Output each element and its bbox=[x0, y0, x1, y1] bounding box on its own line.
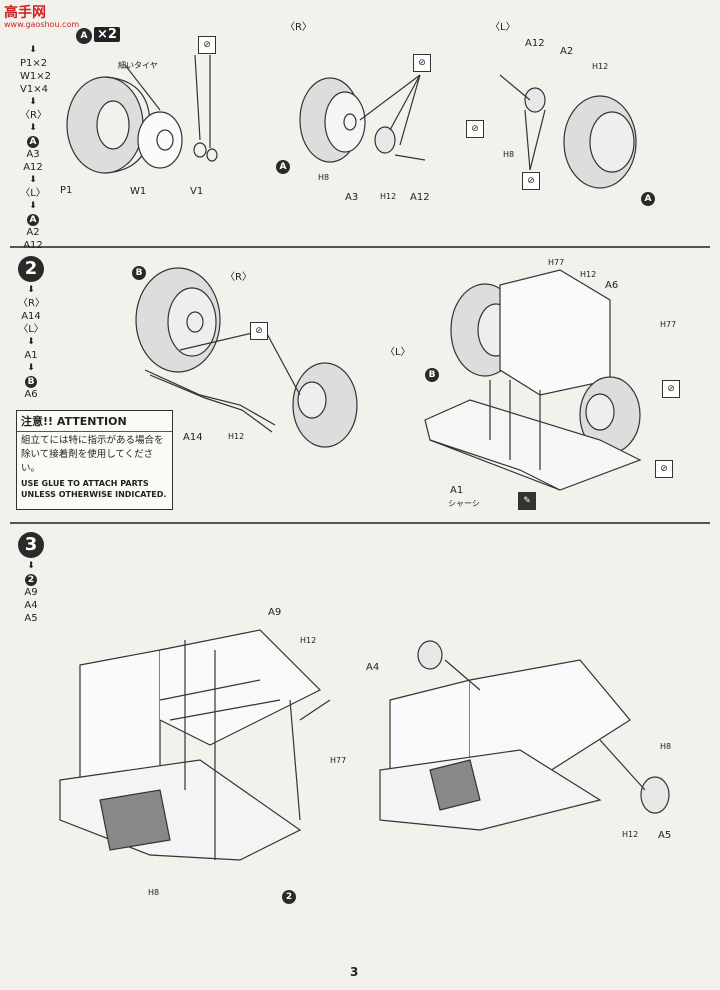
divider-2 bbox=[10, 522, 710, 524]
label-a5: A5 bbox=[658, 830, 672, 841]
step2-badge: 2 bbox=[18, 256, 44, 282]
step1-multiplier: ×2 bbox=[94, 27, 120, 42]
attention-box: 注意!! ATTENTION 組立てには特に指示がある場合を除いて接着剤を使用し… bbox=[16, 410, 173, 510]
label-h8-l: H8 bbox=[503, 150, 515, 159]
label-p1: P1 bbox=[60, 185, 73, 196]
glue-icon: ⊘ bbox=[522, 172, 540, 190]
label-a12-r: A12 bbox=[410, 192, 430, 203]
label-w1: W1 bbox=[130, 186, 147, 197]
label-a12-l: A12 bbox=[525, 38, 545, 49]
label-h77-3: H77 bbox=[330, 756, 347, 765]
glue-icon: ⊘ bbox=[413, 54, 431, 72]
step3-badge: 3 bbox=[18, 532, 44, 558]
glue-icon: ⊘ bbox=[198, 36, 216, 54]
callout-b-2: B bbox=[425, 368, 439, 382]
step3-sequence: ⬇ 2 A9 A4 A5 bbox=[24, 561, 38, 624]
label-v1: V1 bbox=[190, 186, 204, 197]
page-number: 3 bbox=[350, 965, 359, 979]
label-h12-l: H12 bbox=[592, 62, 609, 71]
label-l-2: 〈L〉 bbox=[385, 347, 411, 358]
callout-b-1: B bbox=[132, 266, 146, 280]
label-a9: A9 bbox=[268, 607, 282, 618]
label-a1: A1 bbox=[450, 485, 464, 496]
label-l-1: 〈L〉 bbox=[490, 22, 516, 33]
glue-icon: ⊘ bbox=[250, 322, 268, 340]
callout-a-r: A bbox=[276, 160, 290, 174]
step2-sequence: ⬇ 〈R〉 A14 〈L〉 ⬇ A1 ⬇ B A6 bbox=[18, 285, 45, 400]
divider-1 bbox=[10, 246, 710, 248]
attention-title: 注意!! ATTENTION bbox=[17, 411, 172, 432]
label-r-1: 〈R〉 bbox=[285, 22, 312, 33]
label-r-2: 〈R〉 bbox=[225, 272, 252, 283]
watermark-logo: 高手网 bbox=[4, 5, 46, 21]
label-h12-2: H12 bbox=[228, 432, 245, 441]
label-h8-r: H8 bbox=[318, 173, 330, 182]
label-h12-3: H12 bbox=[300, 636, 317, 645]
label-tire-note: 細いタイヤ bbox=[118, 61, 158, 70]
label-a6: A6 bbox=[605, 280, 619, 291]
pencil-icon: ✎ bbox=[518, 492, 536, 510]
label-h8-3l: H8 bbox=[148, 888, 160, 897]
step1-sequence: ⬇ P1×2 W1×2 V1×4 ⬇ 〈R〉 ⬇ A A3 A12 ⬇ 〈L〉 … bbox=[20, 45, 51, 251]
glue-icon: ⊘ bbox=[466, 120, 484, 138]
label-h12-top: H12 bbox=[580, 270, 597, 279]
label-h77-top: H77 bbox=[548, 258, 565, 267]
watermark-url: www.gaoshou.com bbox=[4, 20, 80, 29]
label-h12-r: H12 bbox=[380, 192, 397, 201]
attention-en-2: UNLESS OTHERWISE INDICATED. bbox=[21, 490, 167, 499]
step1-badge-a: A bbox=[76, 28, 92, 44]
glue-icon: ⊘ bbox=[655, 460, 673, 478]
label-a14: A14 bbox=[183, 432, 203, 443]
label-a3: A3 bbox=[345, 192, 359, 203]
label-h8-3r: H8 bbox=[660, 742, 672, 751]
label-a4: A4 bbox=[366, 662, 380, 673]
label-chassis: シャーシ bbox=[448, 499, 480, 508]
label-h12-3r: H12 bbox=[622, 830, 639, 839]
attention-jp: 組立てには特に指示がある場合を除いて接着剤を使用してください。 bbox=[21, 435, 164, 474]
glue-icon: ⊘ bbox=[662, 380, 680, 398]
callout-a-l: A bbox=[641, 192, 655, 206]
attention-en-1: USE GLUE TO ATTACH PARTS bbox=[21, 479, 149, 488]
label-a2-l: A2 bbox=[560, 46, 574, 57]
label-h77-r: H77 bbox=[660, 320, 677, 329]
callout-step2-ref: 2 bbox=[282, 890, 296, 904]
